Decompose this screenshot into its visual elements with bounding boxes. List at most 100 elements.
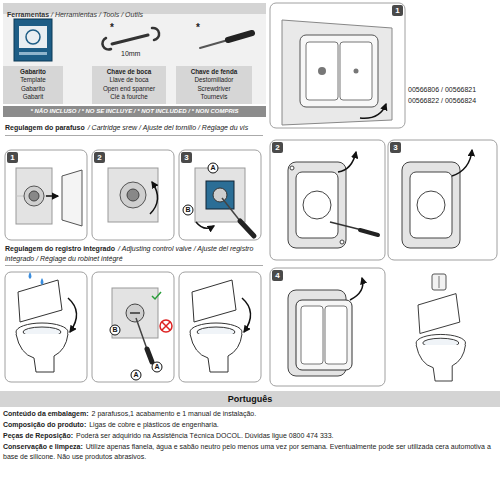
step-panel — [270, 268, 385, 386]
flush-plate — [306, 42, 338, 100]
step-badge — [272, 142, 283, 153]
paragraph: Composição do produto:Ligas de cobre e p… — [3, 420, 497, 430]
step-badge — [181, 152, 192, 163]
node-heading: * NÃO INCLUSO / * NO SE INCLUYE / * NOT … — [3, 106, 266, 117]
step-badge — [272, 270, 283, 281]
step-number: 4 — [272, 270, 283, 281]
finished-toilet — [416, 294, 465, 381]
section-heading: Regulagem do registro integrado/ Adjusti… — [5, 244, 263, 266]
term: Composição do produto: — [3, 421, 86, 428]
step-badge — [94, 152, 105, 163]
step-panel — [92, 272, 174, 382]
flush-plate — [340, 42, 372, 100]
cartridge-step-3 — [213, 188, 227, 202]
callout-letter: A — [131, 370, 141, 380]
section-subtitle: / Cartridge srew / Ajuste del tornillo /… — [88, 124, 248, 131]
node-text: Tournevis — [176, 93, 252, 101]
mounting-frame-step-2 — [296, 172, 338, 238]
cartridge-step-3 — [195, 168, 245, 222]
valve-step-2 — [126, 304, 144, 322]
cartridge-step-3 — [240, 221, 254, 236]
node-text: Llave de boca — [92, 76, 166, 84]
node-heading: Português — [0, 391, 500, 407]
callout-letter: A — [208, 163, 218, 173]
note-band: * NÃO INCLUSO / * NO SE INCLUYE / * NOT … — [3, 106, 266, 117]
mounting-frame-step-3 — [410, 172, 452, 238]
mounting-frame-step-4 — [288, 278, 363, 376]
mounting-frame-step-2 — [288, 162, 346, 248]
mounting-frame-step-3 — [452, 150, 472, 176]
step-panel — [179, 272, 261, 382]
valve-step-3 — [190, 280, 242, 372]
footnote-mark: * — [196, 22, 200, 34]
callout-letter: A — [152, 362, 162, 372]
valve-step-2 — [152, 362, 162, 372]
mounting-frame-step-3 — [417, 191, 445, 219]
node-text: Gabarit — [3, 93, 63, 101]
node-text: Clé à fourche — [92, 93, 166, 101]
dimension: 10mm — [121, 50, 140, 58]
finished-toilet — [432, 274, 446, 290]
valve-step-3 — [190, 280, 251, 372]
section-title: Regulagem do parafuso — [5, 124, 85, 131]
valve-step-2 — [131, 370, 141, 380]
cartridge-step-3 — [196, 222, 214, 228]
mounting-frame-step-2 — [303, 191, 331, 219]
valve-step-2 — [162, 322, 170, 330]
finished-toilet — [416, 274, 465, 381]
step-panel — [5, 272, 87, 382]
node-text: Open end spanner — [92, 85, 166, 93]
step-badge — [390, 142, 401, 153]
footnote-mark: * — [110, 22, 114, 34]
step-number: 2 — [94, 152, 105, 163]
valve-step-3 — [242, 298, 251, 332]
cartridge-step-1 — [24, 186, 44, 206]
language-band: Português — [0, 391, 500, 407]
finished-toilet — [439, 276, 440, 288]
cartridge-step-2 — [120, 182, 146, 208]
mounting-frame-step-4 — [325, 306, 347, 364]
mounting-frame-step-4 — [301, 306, 323, 364]
node-text: / Herramientas / Tools / Outils — [51, 11, 143, 18]
description: 2 parafusos,1 acabamento e 1 manual de i… — [92, 410, 257, 417]
step-panel — [92, 150, 174, 240]
mounting-frame-step-2 — [338, 152, 356, 172]
flush-plate — [354, 69, 359, 74]
cartridge-step-2 — [108, 168, 158, 222]
mounting-frame-step-3 — [402, 162, 460, 248]
section-title: Regulagem do registro integrado — [5, 245, 115, 252]
flush-plate — [282, 20, 392, 125]
section-heading: Regulagem do parafuso/ Cartridge srew / … — [5, 123, 263, 136]
paragraph: Peças de Reposição:Poderá ser adquirido … — [3, 431, 497, 441]
valve-step-1 — [41, 278, 44, 285]
paragraph: Conservação e limpeza:Utilize apenas fla… — [3, 442, 497, 462]
node-heading: Chave de boca — [92, 68, 166, 76]
valve-step-2 — [110, 325, 120, 335]
valve-step-2 — [130, 312, 140, 314]
valve-step-1 — [68, 298, 77, 332]
callout-letter: B — [183, 205, 193, 215]
cartridge-step-3 — [208, 163, 218, 173]
product-code: 00566806 / 00566821 — [408, 86, 476, 94]
step-number: 3 — [390, 142, 401, 153]
node-heading: Gabarito — [3, 68, 63, 76]
step-badge — [392, 5, 403, 16]
mounting-frame-step-4 — [296, 300, 352, 370]
valve-step-2 — [152, 292, 161, 299]
mounting-frame-step-3 — [402, 150, 472, 248]
mounting-frame-step-2 — [330, 222, 362, 230]
step-number: 3 — [181, 152, 192, 163]
valve-step-1 — [29, 272, 32, 279]
cartridge-step-3 — [206, 181, 234, 209]
valve-step-2 — [147, 349, 152, 362]
cartridge-step-2 — [108, 168, 158, 222]
step-panel — [388, 140, 497, 260]
tool-cell: GabaritoTemplateGabaritoGabarit — [3, 66, 63, 104]
step-panel — [179, 150, 261, 240]
valve-step-2 — [160, 320, 172, 332]
mounting-frame-step-2 — [360, 230, 378, 235]
cartridge-step-3 — [183, 205, 193, 215]
valve-step-1 — [16, 272, 77, 372]
valve-step-2 — [110, 288, 172, 380]
paragraph: Conteúdo da embalagem:2 parafusos,1 acab… — [3, 409, 497, 419]
